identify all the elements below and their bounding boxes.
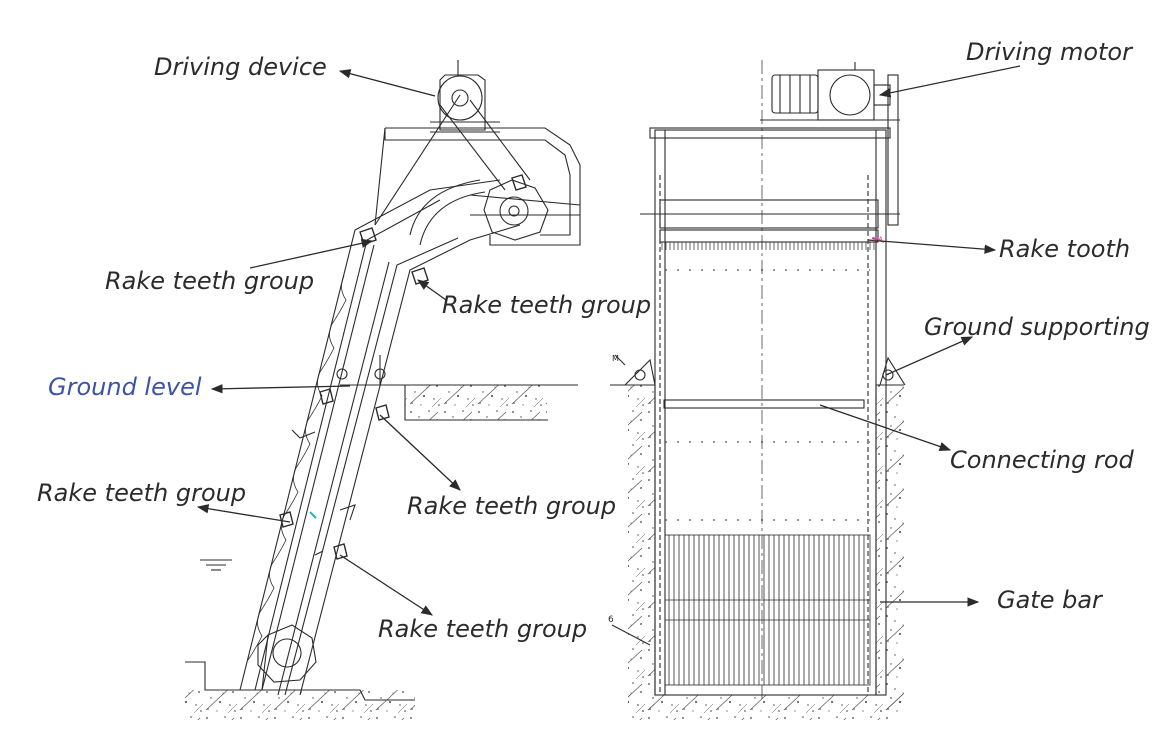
rake-teeth-marks (279, 174, 527, 560)
label-rake-teeth-group-4: Rake teeth group (407, 492, 617, 520)
gate-bar-grid (664, 534, 871, 686)
lower-sprocket (257, 624, 317, 691)
label-driving-motor: Driving motor (966, 38, 1132, 66)
label-connecting-rod: Connecting rod (950, 446, 1134, 474)
label-gate-bar: Gate bar (997, 586, 1102, 614)
leader-arrows (196, 65, 1021, 616)
water-level-symbol (200, 559, 232, 571)
rake-tooth-comb (661, 242, 875, 250)
right-pit-wall-soil (876, 385, 904, 715)
elevation-mark: M (612, 354, 619, 363)
pit-bottom-soil (628, 695, 904, 720)
arrow-rake-teeth-group-1 (249, 238, 374, 269)
arrow-ground-supporting (885, 336, 974, 376)
front-frame (654, 129, 887, 696)
ground-block-soil (405, 385, 547, 420)
ground-block-outline (404, 384, 578, 421)
front-view (610, 60, 906, 720)
label-rake-teeth-group-3: Rake teeth group (37, 479, 247, 507)
label-ground-supporting: Ground supporting (924, 313, 1150, 341)
chain-links (247, 275, 347, 661)
label-rake-teeth-group-2: Rake teeth group (442, 291, 652, 319)
arrow-rake-teeth-group-3 (196, 504, 291, 523)
arrow-driving-motor (878, 65, 1021, 98)
arrow-rake-teeth-group-2 (417, 279, 447, 301)
side-view (185, 60, 581, 720)
arrow-rake-teeth-group-4 (379, 414, 461, 491)
tag-mark: tPA (873, 236, 884, 243)
left-pit-wall-soil (628, 385, 655, 715)
upper-housing (385, 127, 581, 246)
arrow-connecting-rod (819, 404, 952, 451)
pit-floor-outline (185, 661, 415, 701)
connecting-rod-shape (663, 399, 865, 409)
ground-support-left (624, 358, 656, 386)
arrow-rake-tooth (867, 239, 997, 254)
frame-outer-rail (239, 179, 501, 691)
ground-support-right (879, 356, 906, 386)
label-rake-teeth-group-1: Rake teeth group (105, 267, 315, 295)
arrow-driving-device (338, 69, 436, 97)
label-driving-device: Driving device (154, 53, 327, 81)
driving-motor-shape (760, 62, 900, 226)
label-ground-level: Ground level (48, 373, 202, 401)
label-rake-teeth-group-5: Rake teeth group (378, 615, 588, 643)
driving-device-shape (430, 60, 500, 133)
label-rake-tooth: Rake tooth (999, 235, 1131, 263)
arrow-ground-level (210, 384, 351, 394)
arrow-rake-teeth-group-5 (339, 554, 433, 616)
section-mark: 6 (608, 615, 614, 625)
upper-sprocket (469, 179, 581, 241)
